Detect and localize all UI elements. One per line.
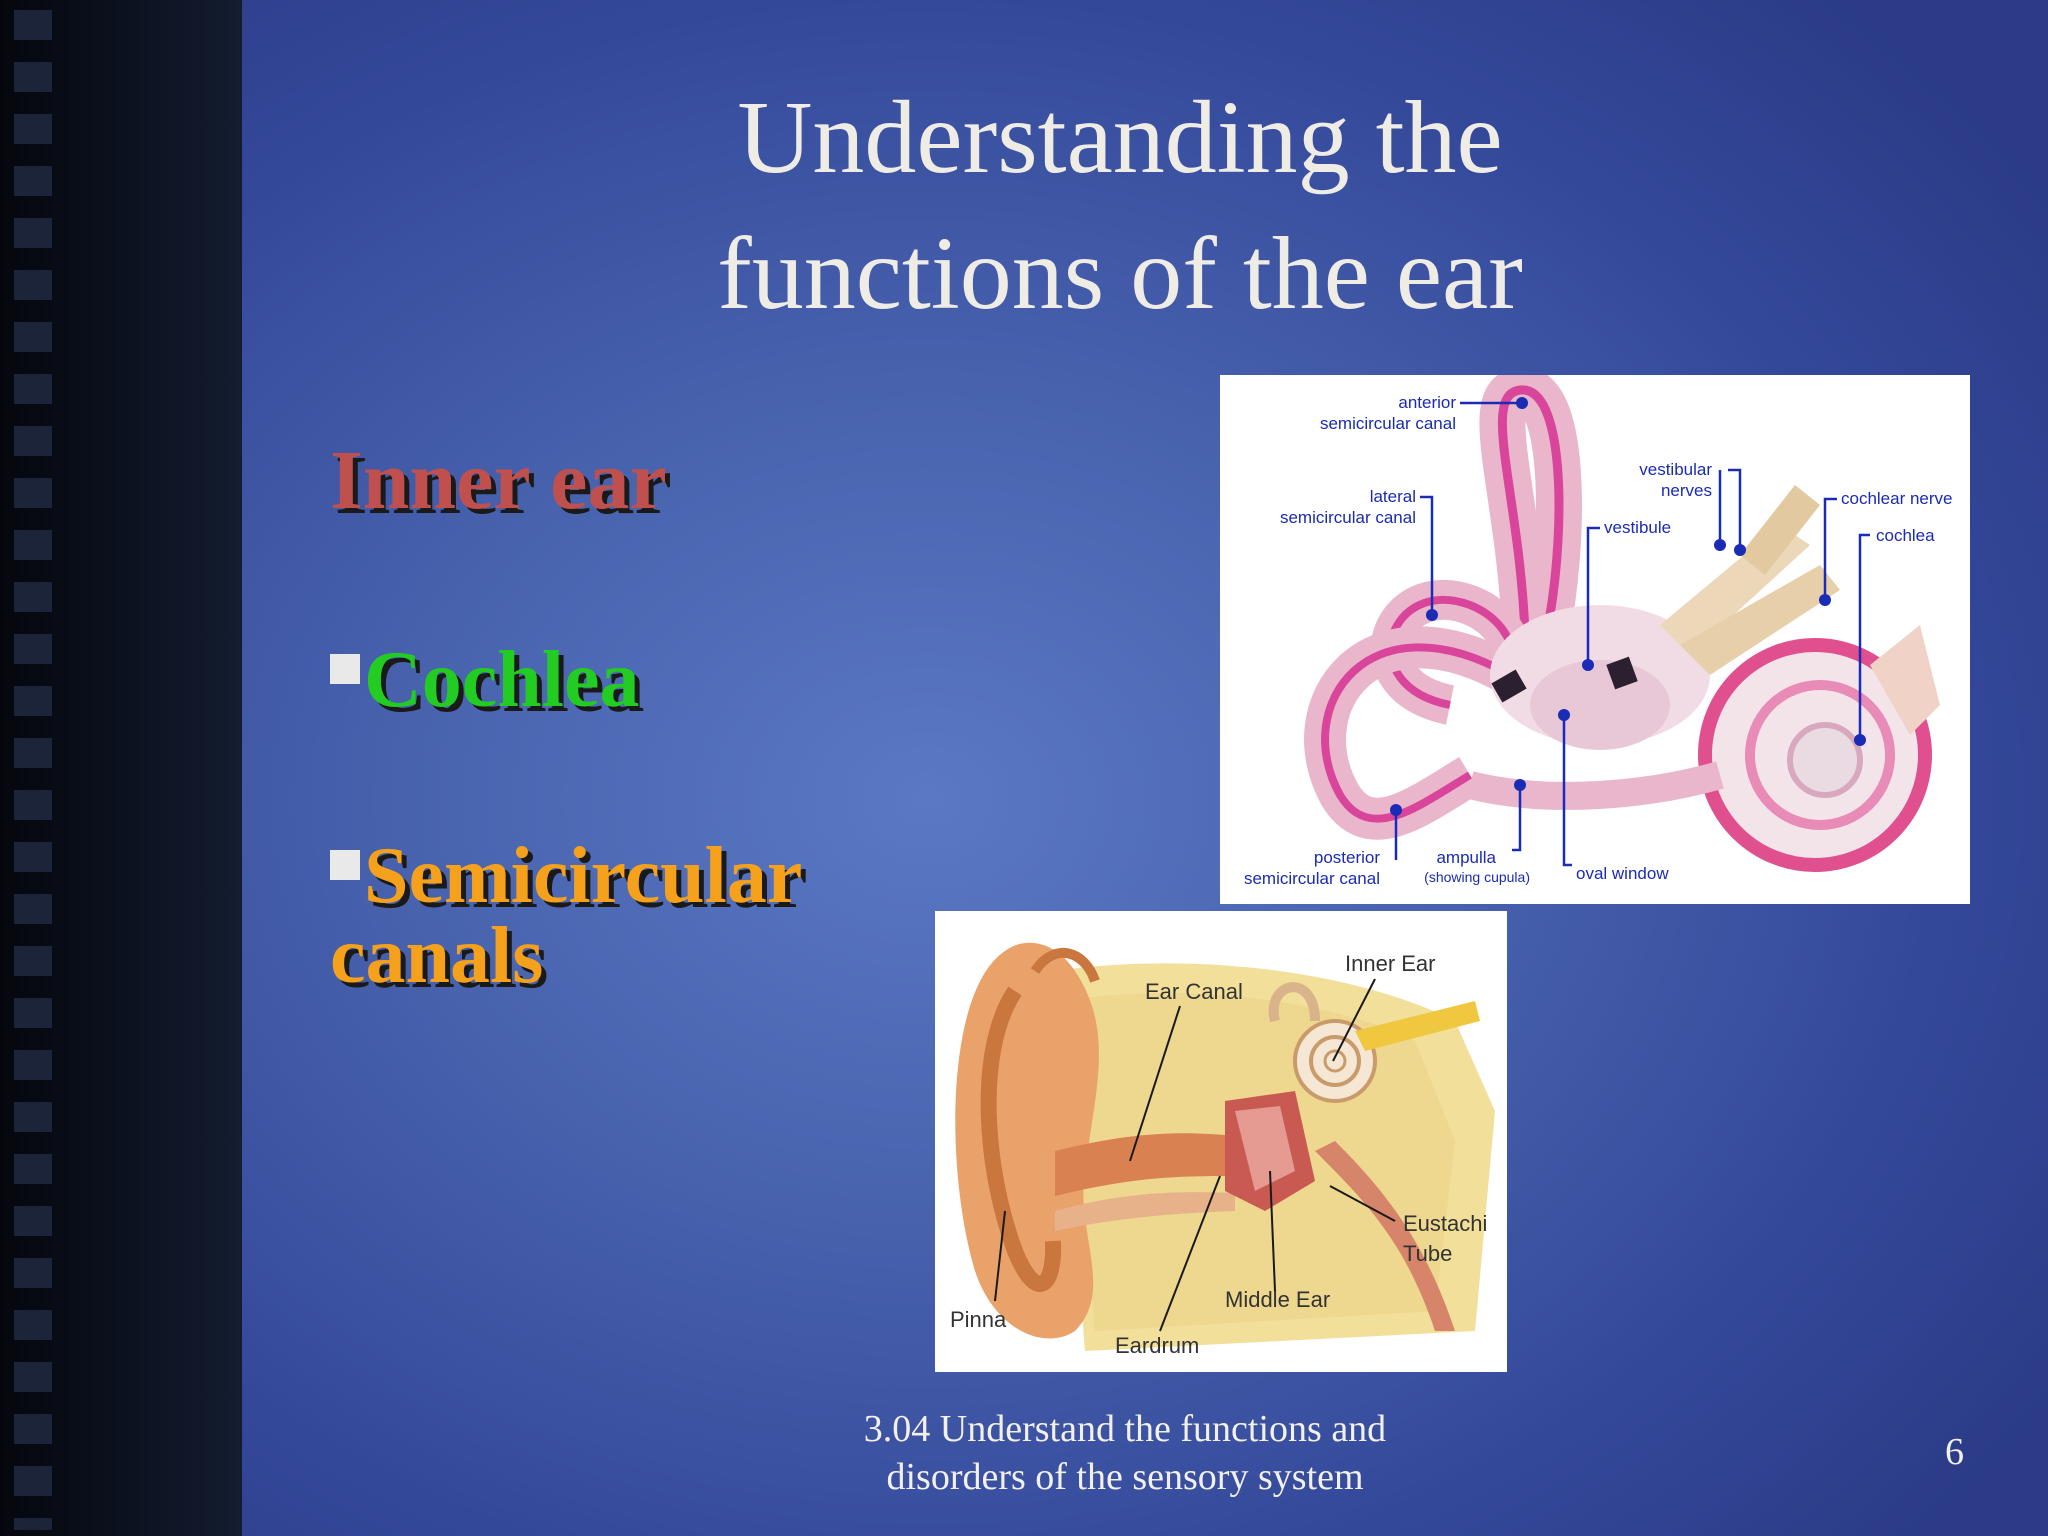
label-posterior: posterior xyxy=(1314,848,1380,867)
label-inner-ear: Inner Ear xyxy=(1345,951,1436,976)
label-eustachian: Eustachi xyxy=(1403,1211,1487,1236)
page-number: 6 xyxy=(1945,1431,1964,1473)
filmstrip-border xyxy=(0,0,242,1536)
label-vestibular: vestibular xyxy=(1639,460,1712,479)
bullet-square-icon xyxy=(330,850,360,880)
slide-footer: 3.04 Understand the functions and disord… xyxy=(800,1405,1450,1501)
label-vestibule: vestibule xyxy=(1604,518,1671,537)
title-line-2: functions of the ear xyxy=(717,216,1523,331)
label-lateral-canal: semicircular canal xyxy=(1280,508,1416,527)
label-ampulla-note: (showing cupula) xyxy=(1424,869,1530,885)
bullet-square-icon xyxy=(330,654,360,684)
title-line-1: Understanding the xyxy=(737,80,1503,195)
label-cochlear-nerve: cochlear nerve xyxy=(1841,489,1953,508)
label-anterior: anterior xyxy=(1398,393,1456,412)
ear-cross-section-diagram: Inner Ear Ear Canal Eustachi Tube Middle… xyxy=(935,911,1507,1372)
inner-ear-heading: Inner ear xyxy=(330,434,667,527)
label-cochlea: cochlea xyxy=(1876,526,1935,545)
label-posterior-canal: semicircular canal xyxy=(1244,869,1380,888)
label-anterior-canal: semicircular canal xyxy=(1320,414,1456,433)
footer-line-1: 3.04 Understand the functions and xyxy=(863,1408,1387,1450)
label-eardrum: Eardrum xyxy=(1115,1333,1199,1358)
bullet-cochlea: Cochlea xyxy=(330,640,640,720)
bullet-semicircular-canals: Semicircular canals xyxy=(330,836,802,996)
label-pinna: Pinna xyxy=(950,1307,1007,1332)
bullet-cochlea-text: Cochlea xyxy=(364,636,640,724)
film-sprocket-holes xyxy=(14,10,52,1530)
footer-line-2: disorders of the sensory system xyxy=(886,1456,1364,1498)
label-lateral: lateral xyxy=(1370,487,1416,506)
bullet-canals-text: canals xyxy=(330,912,544,1000)
ear-cross-section-illustration: Inner Ear Ear Canal Eustachi Tube Middle… xyxy=(950,942,1495,1358)
label-ampulla: ampulla xyxy=(1436,848,1496,867)
inner-ear-illustration: anterior semicircular canal lateral semi… xyxy=(1244,375,1953,888)
label-middle-ear: Middle Ear xyxy=(1225,1287,1330,1312)
label-eustachian-tube: Tube xyxy=(1403,1241,1452,1266)
label-vestibular-nerves: nerves xyxy=(1661,481,1712,500)
label-oval-window: oval window xyxy=(1576,864,1669,883)
inner-ear-diagram: anterior semicircular canal lateral semi… xyxy=(1220,375,1970,904)
slide-title: Understanding the functions of the ear xyxy=(600,70,1640,342)
label-ear-canal: Ear Canal xyxy=(1145,979,1243,1004)
bullet-semicircular-text: Semicircular xyxy=(364,832,803,920)
